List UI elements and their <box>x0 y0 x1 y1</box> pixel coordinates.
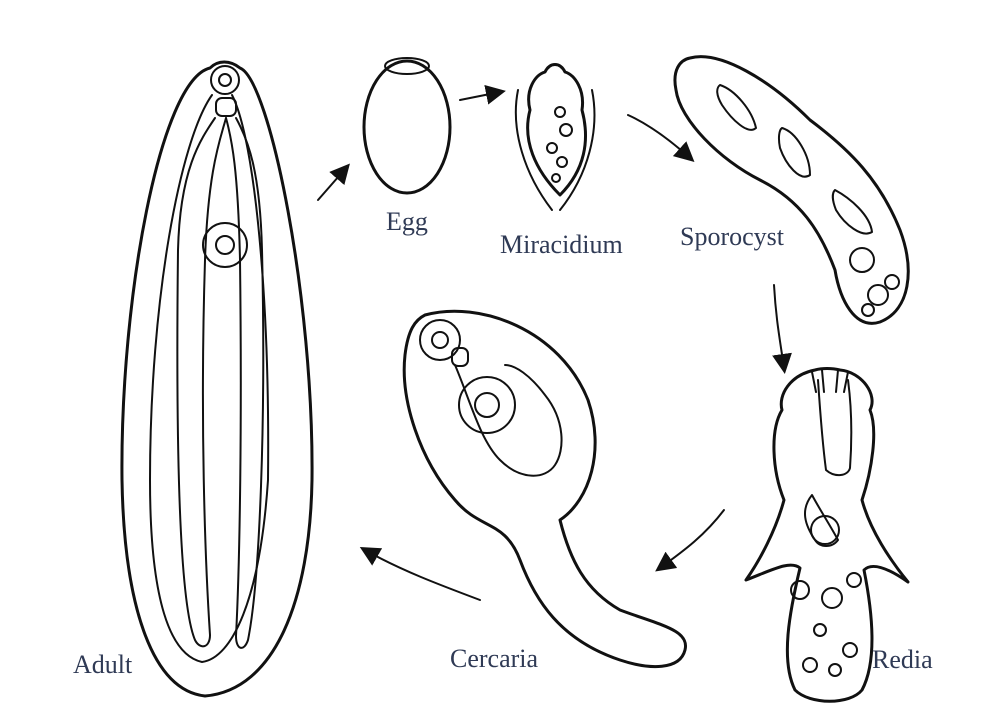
label-sporocyst: Sporocyst <box>680 222 784 251</box>
miracidium-illustration <box>514 63 596 211</box>
cycle-arrows <box>317 84 792 601</box>
label-adult: Adult <box>73 650 133 679</box>
egg-illustration <box>362 57 452 195</box>
arrow-sporocyst-to-redia <box>772 284 792 374</box>
label-cercaria: Cercaria <box>450 644 539 673</box>
redia-illustration <box>744 367 910 703</box>
arrow-egg-to-miracidium <box>459 84 506 105</box>
label-miracidium: Miracidium <box>500 230 623 259</box>
label-egg: Egg <box>386 207 428 236</box>
arrow-redia-to-cercaria <box>655 509 725 572</box>
adult-fluke-illustration <box>120 60 314 698</box>
arrow-cercaria-to-adult <box>359 547 481 601</box>
label-redia: Redia <box>872 645 933 674</box>
arrow-adult-to-egg <box>317 163 350 201</box>
arrow-miracidium-to-sporocyst <box>627 114 695 163</box>
sporocyst-illustration <box>673 55 910 325</box>
cercaria-illustration <box>402 309 687 669</box>
